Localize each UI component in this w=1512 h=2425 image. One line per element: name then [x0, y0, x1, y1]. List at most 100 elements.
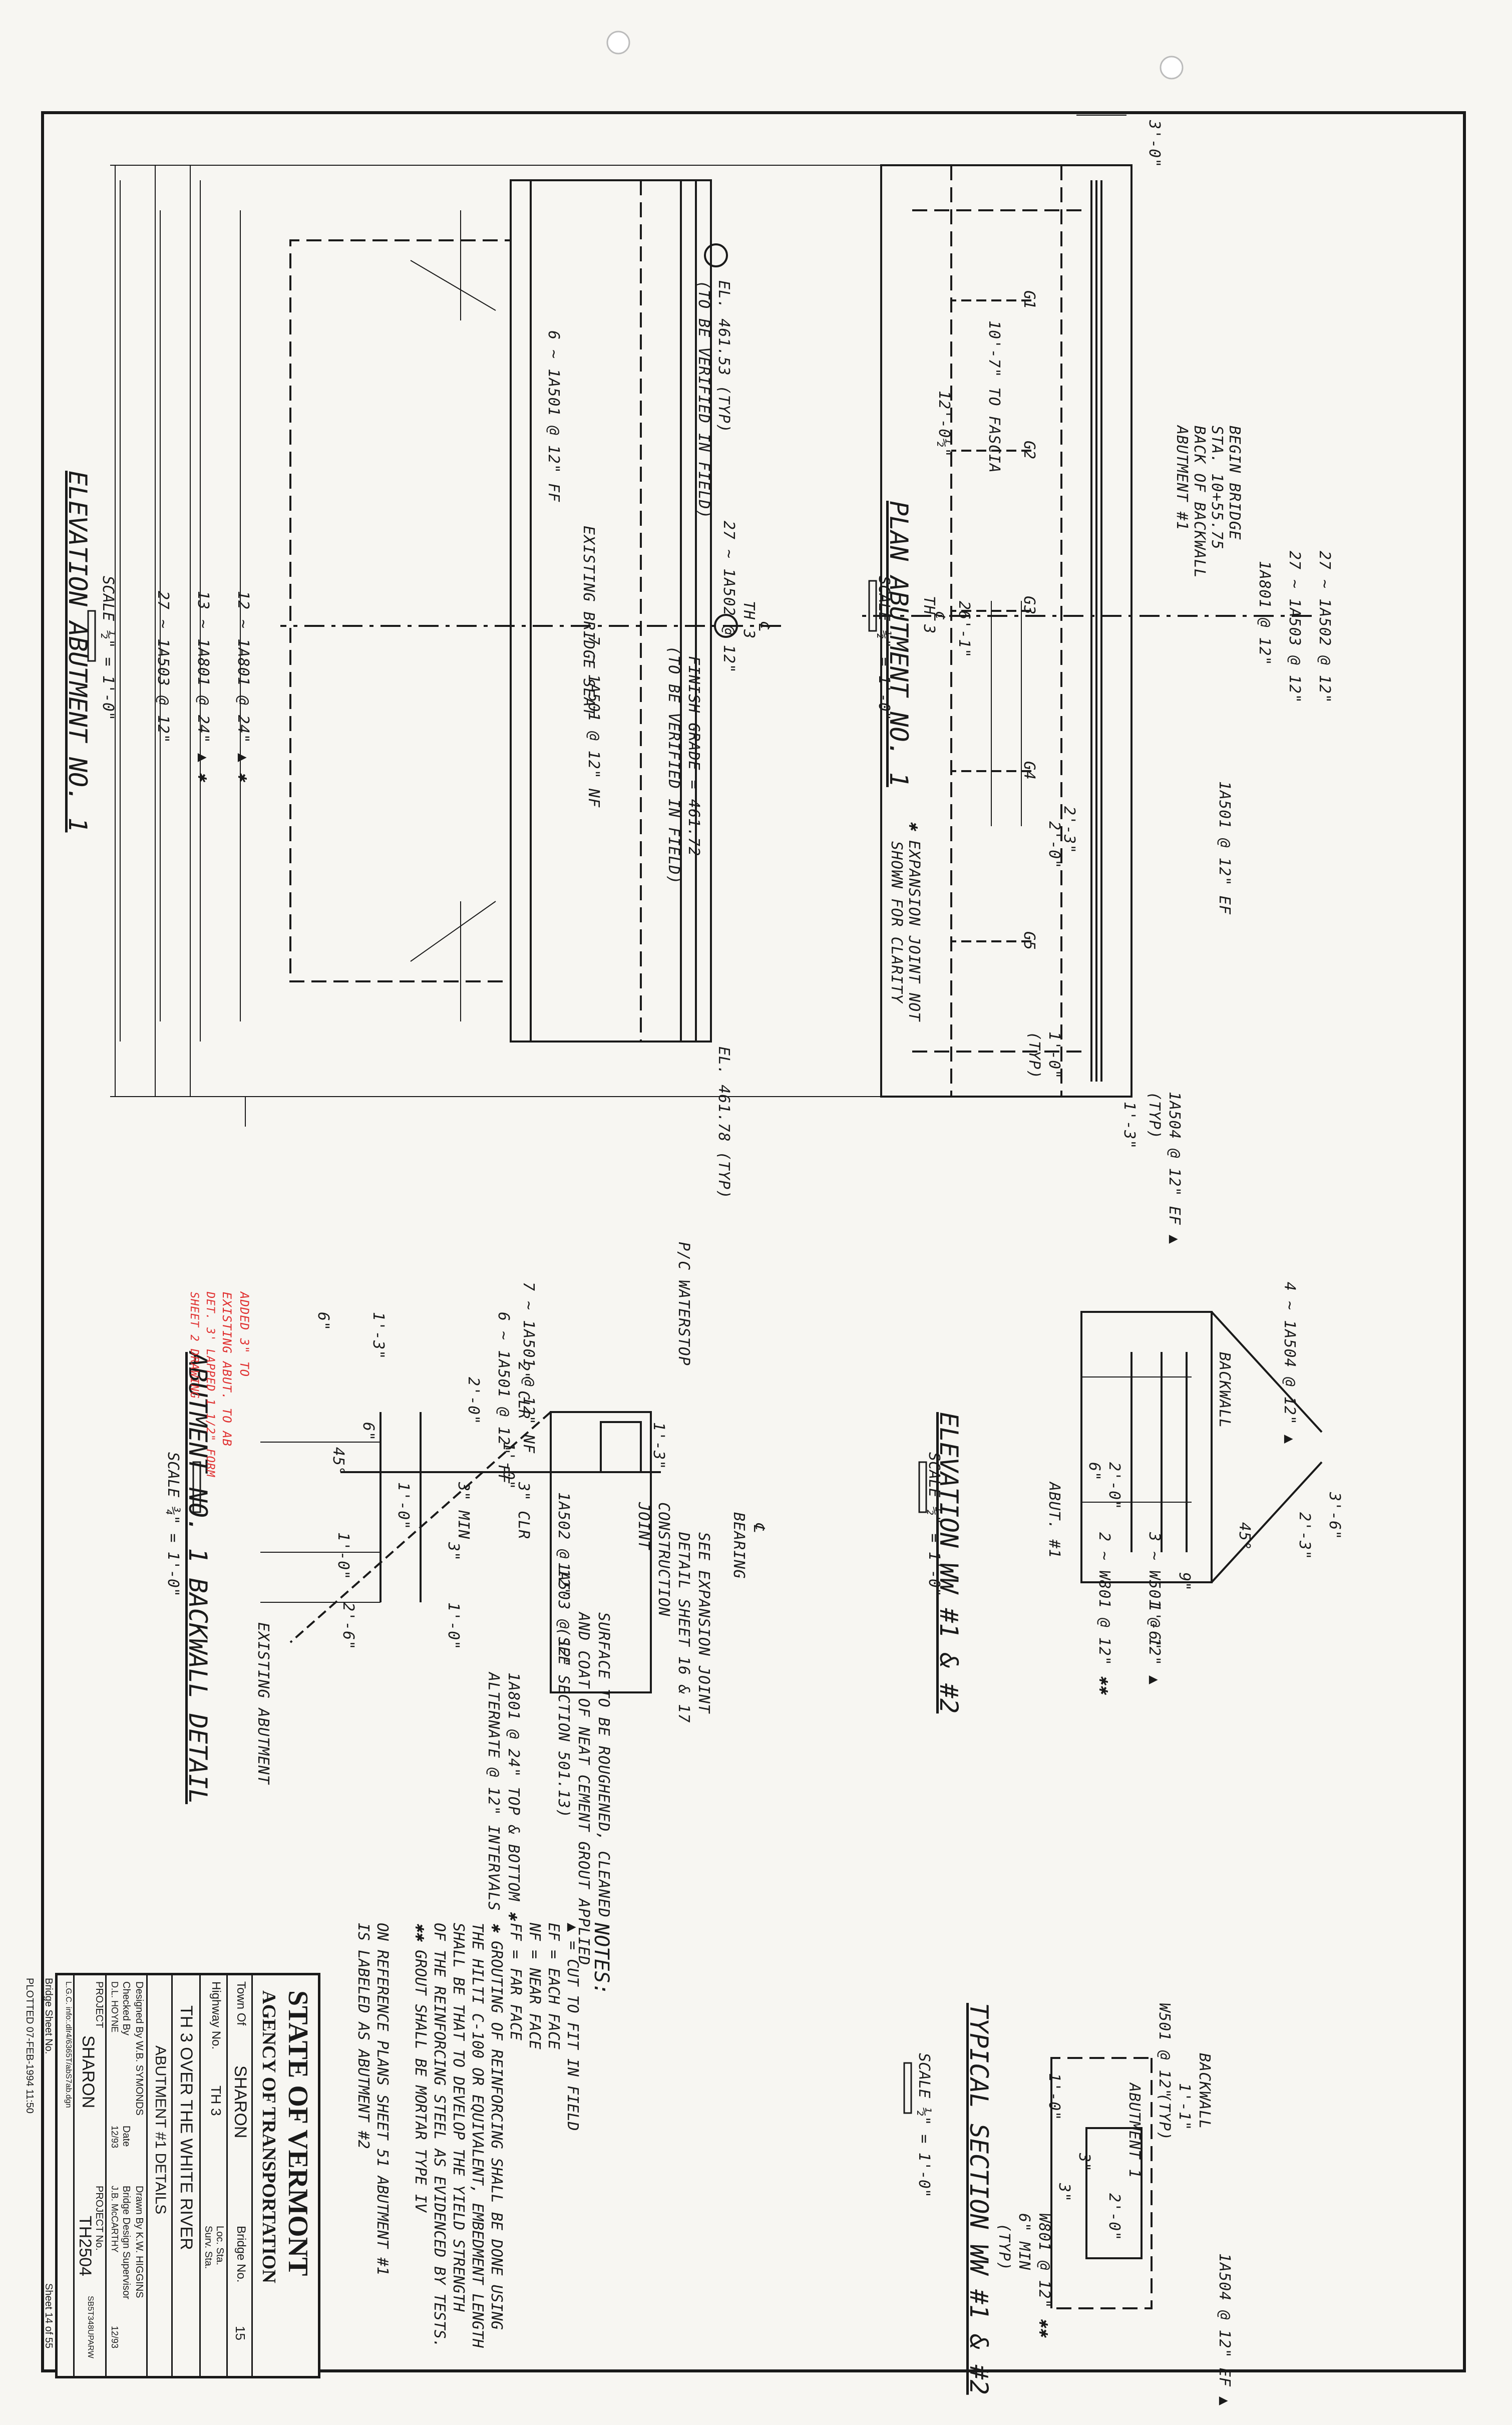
ww-label-3: 6": [1085, 1462, 1103, 1482]
tb-bridge-sheet: Bridge Sheet No.: [43, 1978, 54, 2054]
bw-redline-2: EXISTING ABUT. TO AB: [220, 1292, 234, 1447]
ww-label-1: BACKWALL: [1216, 1352, 1233, 1429]
punch-hole-right: [1160, 56, 1184, 80]
notes-line: IS LABELED AS ABUTMENT #2: [354, 1923, 372, 2149]
tb-bds: J.B. McCARTHY: [110, 2186, 120, 2253]
plan-dim-fascia: 10'-7" TO FASCIA: [985, 320, 1003, 473]
tb-project-no: TH2504: [76, 2216, 95, 2276]
notes-line: SHALL BE THAT TO DEVELOP THE YIELD STREN…: [450, 1923, 467, 2312]
tb-sheet-file: SB5T348UPARW: [86, 2296, 95, 2358]
plan-note-2: SHOWN FOR CLARITY: [888, 841, 905, 1004]
bw-redline-4: SHEET 2 DRAWING: [188, 1292, 200, 1399]
plan-dim-top: 3'-0": [1146, 120, 1163, 168]
typical-section-ww-drawing: [1050, 2057, 1153, 2309]
plan-note-1: ✱ EXPANSION JOINT NOT: [905, 821, 923, 1022]
bw-label-12: 1'-0": [395, 1482, 412, 1530]
plan-girder-g5: G5: [1020, 931, 1038, 951]
bw-label-17: 1'-0": [445, 1602, 462, 1650]
bw-scale: SCALE ¾" = 1'-0": [164, 1452, 182, 1597]
typ-label-2: 1'-1": [1176, 2083, 1193, 2131]
bw-label-22: SEE EXPANSION JOINT: [695, 1532, 712, 1714]
notes-line: ✱✱ GROUT SHALL BE MORTAR TYPE IV: [412, 1923, 429, 2212]
bw-label-23: DETAIL SHEET 16 & 17: [675, 1532, 692, 1723]
backwall-detail-drawing: [260, 1411, 661, 1693]
bw-label-5: 2'-0": [465, 1377, 482, 1425]
bw-label-27: AND COAT OF NEAT CEMENT GROUT APPLIED: [575, 1612, 592, 1966]
typ-label-7: 3": [1055, 2183, 1073, 2203]
elev-label-verify1: (TO BE VERIFIED IN FIELD): [695, 280, 712, 519]
tb-sheet-title: ABUTMENT #1 DETAILS: [152, 2045, 169, 2215]
bw-label-30: ALTERNATE @ 12" INTERVALS: [485, 1672, 502, 1911]
tb-agency: AGENCY OF TRANSPORTATION: [258, 1990, 279, 2283]
tb-lgc: L.G.C. info:.dlr4/6365T/abS7ab.dgn: [64, 1981, 73, 2108]
tb-hwy-label: Highway No.: [209, 1981, 223, 2050]
elev-label-ff: 6 ~ 1A501 @ 12" FF: [545, 330, 562, 503]
typ-label-1: BACKWALL: [1196, 2053, 1213, 2130]
tb-sheet-no: Sheet 14 of 55: [43, 2283, 54, 2349]
notes-line: [392, 1923, 411, 2348]
bw-label-13: 3" MIN: [455, 1482, 472, 1540]
plan-girder-g4: G4: [1020, 761, 1038, 781]
elev-label-verify2: (TO BE VERIFIED IN FIELD): [665, 646, 682, 885]
plan-begin-2: STA. 10+55.75: [1208, 426, 1226, 550]
elev-scale: SCALE ½" = 1'-0": [99, 576, 117, 721]
plan-dim-2-3: 2'-3": [1060, 806, 1078, 854]
elevation-abutment-drawing: [120, 179, 781, 1043]
tb-town: SHARON: [231, 2065, 250, 2139]
typ-label-8: 1'-0": [1045, 2073, 1063, 2121]
ww-label-4: 3'-6": [1326, 1492, 1343, 1540]
ww-label-2: 2'-0": [1105, 1462, 1123, 1510]
elev-label-a502: 27 ~ 1A502 @ 12": [720, 521, 737, 673]
plan-begin-1: BEGIN BRIDGE: [1226, 426, 1243, 540]
bw-label-20: ℄: [750, 1522, 768, 1533]
tb-date1: 12/93: [110, 2126, 120, 2149]
plan-dim-a503: 27 ~ 1A503 @ 12": [1286, 551, 1303, 704]
typ-scale: SCALE ½" = 1'-0": [915, 2053, 933, 2198]
ww-label-6: 45°: [1236, 1522, 1253, 1551]
plan-dim-1-3: 1'-3": [1120, 1102, 1138, 1150]
bw-label-15: 3": [445, 1542, 462, 1562]
bw-label-7: 1'-3": [650, 1422, 667, 1470]
elev-label-a503: 27 ~ 1A503 @ 12": [154, 591, 172, 744]
typ-label-3: (TYP): [1156, 2093, 1173, 2141]
typ-label-6: 3": [1075, 2153, 1093, 2173]
typ-label-11: (TYP): [995, 2223, 1013, 2271]
plan-dim-a502: 27 ~ 1A502 @ 12": [1316, 551, 1333, 704]
bw-label-21: BEARING: [730, 1512, 747, 1579]
bw-label-24: CONSTRUCTION: [655, 1502, 672, 1617]
ww-label-10: 9": [1176, 1572, 1193, 1592]
tb-surv-sta: Surv. Sta.: [203, 2226, 214, 2269]
notes-line: OF THE REINFORCING STEEL AS EVIDENCED BY…: [431, 1923, 448, 2348]
bw-label-8: 1'-0": [500, 1442, 517, 1490]
ww-label-5: 2'-3": [1296, 1512, 1313, 1560]
elev-label-el1: EL. 461.53 (TYP): [715, 280, 732, 433]
plan-dim-a801: 1A801 @ 12": [1256, 561, 1273, 666]
bw-label-0: P/C WATERSTOP: [675, 1242, 692, 1366]
plan-dim-typ: (TYP): [1146, 1092, 1163, 1140]
elev-label-a801-13: 13 ~ 1A801 @ 24" ▲ ✱: [194, 591, 212, 782]
elev-label-a801-12: 12 ~ 1A801 @ 24" ▲ ✱: [234, 591, 252, 782]
border: [41, 111, 1466, 2372]
ww-label-9: 2 ~ W801 @ 12" ✱✱: [1095, 1532, 1113, 1695]
typ-label-9: W801 @ 12" ✱✱: [1035, 2213, 1053, 2337]
typ-title: TYPICAL SECTION WW #1 & #2: [964, 2003, 993, 2395]
tb-project-title: TH 3 OVER THE WHITE RIVER: [177, 2005, 196, 2250]
elev-th3-cl: ℄: [755, 621, 773, 631]
bw-label-29: 1A801 @ 24" TOP & BOTTOM ✱: [505, 1672, 522, 1921]
typ-label-0: W501 @ 12": [1156, 2003, 1173, 2099]
tb-bridge-no-label: Bridge No.: [234, 2226, 248, 2283]
tb-hwy: TH 3: [208, 2086, 224, 2116]
bw-label-14: 1'-0": [334, 1532, 352, 1580]
notes-line: NF = NEAR FACE: [526, 1923, 543, 2049]
notes-line: ON REFERENCE PLANS SHEET 51 ABUTMENT #1: [373, 1923, 391, 2276]
plan-dim-2-0: 2'-0": [1045, 821, 1063, 869]
typ-label-10: 6" MIN: [1015, 2213, 1033, 2271]
plan-dim-1-0: 1'-0": [1045, 1031, 1063, 1080]
tb-town-label: Town Of: [234, 1981, 248, 2026]
tb-checked: Checked By: [121, 1981, 132, 2035]
plan-dim-12-0: 12'-0½": [935, 391, 953, 458]
notes-line: EF = EACH FACE: [545, 1923, 562, 2049]
tb-date2: 12/93: [110, 2326, 120, 2349]
